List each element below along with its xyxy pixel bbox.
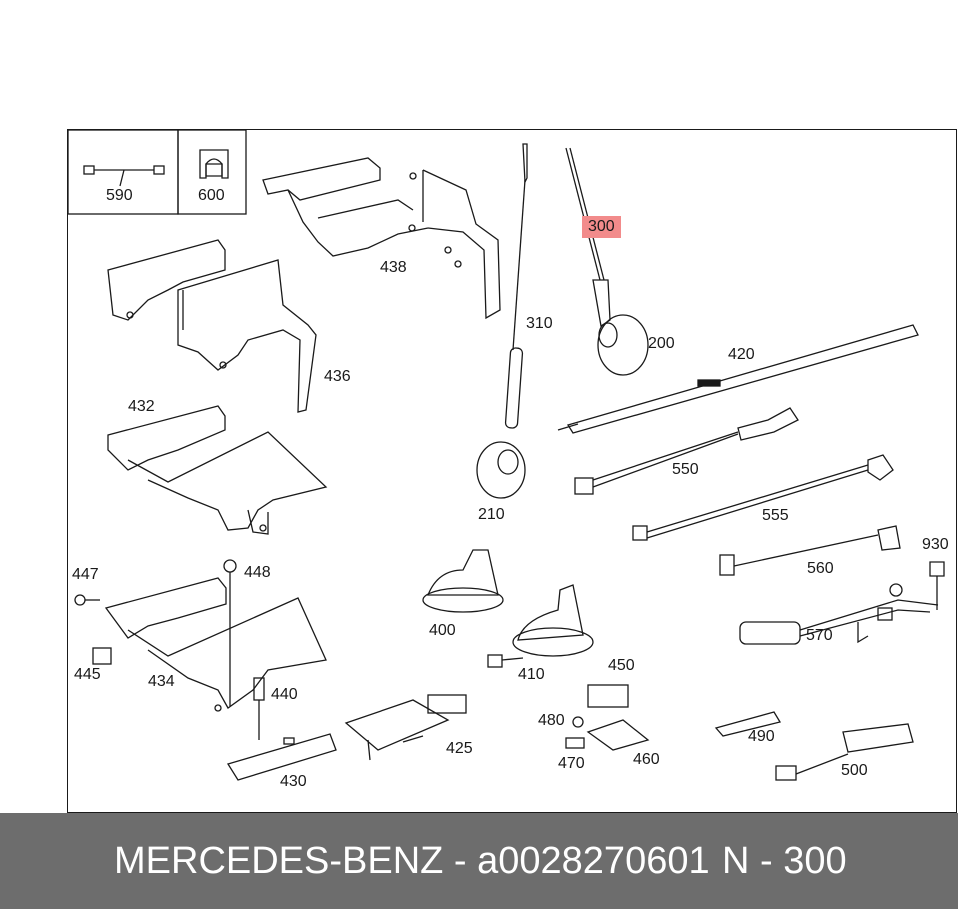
part-label-200: 200	[648, 335, 675, 352]
cable-570	[739, 583, 939, 645]
part-label-590: 590	[106, 187, 133, 204]
part-label-500: 500	[841, 762, 868, 779]
part-label-300-highlighted: 300	[582, 216, 621, 238]
part-label-432: 432	[128, 398, 155, 415]
cable-560	[719, 525, 901, 576]
parts-450-460	[565, 684, 650, 751]
part-label-460: 460	[633, 751, 660, 768]
footer-reference: N - 300	[722, 840, 847, 882]
bracket-434	[104, 577, 327, 712]
bracket-432	[107, 405, 328, 535]
part-label-550: 550	[672, 461, 699, 478]
cable-420	[557, 324, 919, 434]
part-label-425: 425	[446, 740, 473, 757]
part-label-310: 310	[526, 315, 553, 332]
part-label-570: 570	[806, 627, 833, 644]
cable-550	[574, 407, 799, 495]
inset-boxes	[68, 130, 247, 215]
parts-diagram: 590 600 438 436 432 310 300 200 420 210 …	[67, 129, 957, 813]
part-label-445: 445	[74, 666, 101, 683]
part-label-210: 210	[478, 506, 505, 523]
part-label-430: 430	[280, 773, 307, 790]
antenna-300	[565, 147, 649, 376]
part-label-448: 448	[244, 564, 271, 581]
part-label-450: 450	[608, 657, 635, 674]
fin-antenna-400	[422, 549, 504, 613]
bolts	[74, 559, 265, 740]
fin-antenna-410	[487, 584, 594, 668]
part-label-440: 440	[271, 686, 298, 703]
parts-490-500	[714, 711, 914, 781]
part-label-490: 490	[748, 728, 775, 745]
part-label-436: 436	[324, 368, 351, 385]
module-425	[344, 694, 467, 761]
part-label-470: 470	[558, 755, 585, 772]
part-label-447: 447	[72, 566, 99, 583]
footer-part-number: MERCEDES-BENZ - a0028270601	[114, 840, 710, 882]
part-label-410: 410	[518, 666, 545, 683]
part-label-560: 560	[807, 560, 834, 577]
bracket-438	[262, 157, 501, 320]
antenna-310	[476, 143, 528, 499]
part-label-400: 400	[429, 622, 456, 639]
cable-555	[632, 454, 894, 541]
footer-bar: MERCEDES-BENZ - a0028270601 N - 300	[0, 813, 958, 909]
part-label-600: 600	[198, 187, 225, 204]
part-label-420: 420	[728, 346, 755, 363]
module-430	[226, 733, 337, 781]
part-label-480: 480	[538, 712, 565, 729]
part-label-555: 555	[762, 507, 789, 524]
diagram-drawing	[68, 130, 945, 781]
part-label-434: 434	[148, 673, 175, 690]
part-label-438: 438	[380, 259, 407, 276]
bracket-436	[107, 239, 317, 413]
connector-930	[929, 561, 945, 610]
part-label-930: 930	[922, 536, 949, 553]
